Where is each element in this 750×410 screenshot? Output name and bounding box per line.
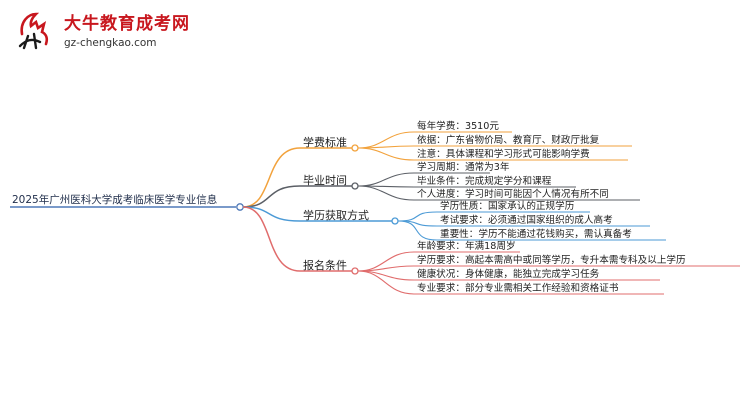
leaf-req-major: 专业要求：部分专业需相关工作经验和资格证书 [417, 283, 619, 294]
root-topic[interactable]: 2025年广州医科大学成考临床医学专业信息 [12, 194, 218, 206]
branch-connector-0 [242, 147, 301, 208]
branch-degree-method[interactable]: 学历获取方式 [303, 209, 369, 222]
leaf-connector-3-3 [357, 270, 415, 295]
logo-title: 大牛教育成考网 [64, 14, 190, 34]
leaf-tuition-fee: 每年学费：3510元 [417, 121, 499, 132]
branch-connector-1 [242, 185, 301, 208]
leaf-tuition-basis: 依据：广东省物价局、教育厅、财政厅批复 [417, 135, 600, 146]
leaf-req-health: 健康状况：身体健康，能独立完成学习任务 [417, 269, 600, 280]
leaf-degree-nature: 学历性质：国家承认的正规学历 [440, 201, 575, 212]
root-node-dot [236, 203, 244, 211]
leaf-connector-3-1 [357, 265, 415, 272]
branch-graduation[interactable]: 毕业时间 [303, 174, 347, 187]
leaf-grad-condition: 毕业条件：完成规定学分和课程 [417, 176, 552, 187]
leaf-req-education: 学历要求：高起本需高中或同等学历，专升本需专科及以上学历 [417, 255, 686, 266]
branch-tuition[interactable]: 学费标准 [303, 136, 347, 149]
leaf-tuition-note: 注意：具体课程和学习形式可能影响学费 [417, 149, 590, 160]
branch-node-dot-0 [351, 144, 359, 152]
leaf-connector-2-2 [397, 220, 438, 241]
branch-connector-2 [242, 206, 301, 222]
leaf-grad-period: 学习周期：通常为3年 [417, 162, 510, 173]
leaf-degree-importance: 重要性：学历不能通过花钱购买，需认真备考 [440, 229, 632, 240]
leaf-connector-1-0 [357, 172, 415, 187]
branch-node-dot-1 [351, 182, 359, 190]
leaf-connector-1-2 [357, 185, 415, 201]
leaf-req-age: 年龄要求：年满18周岁 [417, 241, 516, 252]
leaf-grad-progress: 个人进度：学习时间可能因个人情况有所不同 [417, 189, 609, 200]
branch-node-dot-3 [351, 267, 359, 275]
site-logo[interactable]: 大牛教育成考网 gz-chengkao.com [6, 8, 189, 54]
branch-requirements[interactable]: 报名条件 [303, 259, 347, 272]
leaf-connector-2-0 [397, 211, 438, 222]
branch-connector-3 [242, 206, 301, 272]
branch-node-dot-2 [391, 217, 399, 225]
bull-logo-icon [18, 12, 49, 50]
leaf-degree-exam: 考试要求：必须通过国家组织的成人高考 [440, 215, 613, 226]
leaf-connector-0-2 [357, 147, 415, 161]
logo-url: gz-chengkao.com [64, 37, 157, 49]
